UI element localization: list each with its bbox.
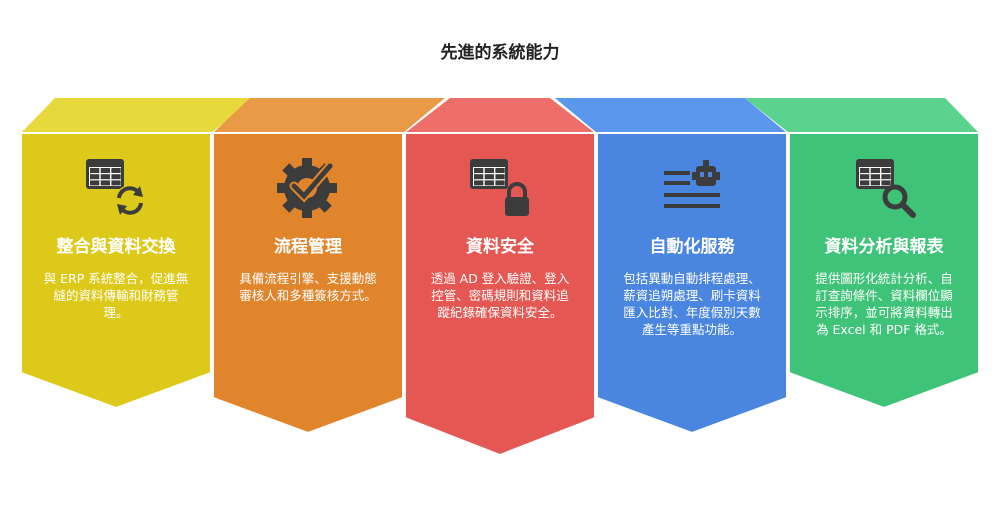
card-title-analytics: 資料分析與報表 — [824, 237, 944, 257]
card-analytics — [788, 132, 980, 410]
card-top-security — [405, 98, 595, 133]
table-lock-icon — [470, 159, 531, 216]
card-desc-automation: 包括異動自動排程處理、薪資追朔處理、刷卡資料匯入比對、年度假別天數產生等重點功能… — [623, 271, 761, 337]
card-top-analytics — [745, 98, 979, 133]
table-search-icon — [856, 159, 916, 218]
card-top-automation — [555, 98, 787, 133]
gear-check-icon — [277, 158, 337, 218]
card-title-workflow: 流程管理 — [274, 237, 342, 257]
card-automation — [596, 132, 788, 435]
card-title-security: 資料安全 — [466, 237, 534, 257]
card-integration — [20, 132, 212, 410]
table-sync-icon — [86, 159, 145, 215]
card-title-integration: 整合與資料交換 — [56, 237, 176, 257]
card-title-automation: 自動化服務 — [649, 237, 735, 257]
card-top-workflow — [213, 98, 445, 133]
card-desc-analytics: 提供圖形化統計分析、自訂查詢條件、資料欄位顯示排序，並可將資料轉出為 Excel… — [815, 271, 953, 337]
robot-list-icon — [664, 160, 720, 208]
card-security — [404, 132, 596, 457]
card-top-integration — [21, 98, 255, 133]
card-desc-workflow: 具備流程引擎、支援動態審核人和多種簽核方式。 — [239, 271, 377, 303]
card-workflow — [212, 132, 404, 435]
card-desc-security: 透過 AD 登入驗證、登入控管、密碼規則和資料追蹤紀錄確保資料安全。 — [430, 271, 570, 320]
diagram-title: 先進的系統能力 — [440, 43, 560, 63]
card-desc-integration: 與 ERP 系統整合，促進無縫的資料傳輸和財務管理。 — [43, 271, 189, 320]
